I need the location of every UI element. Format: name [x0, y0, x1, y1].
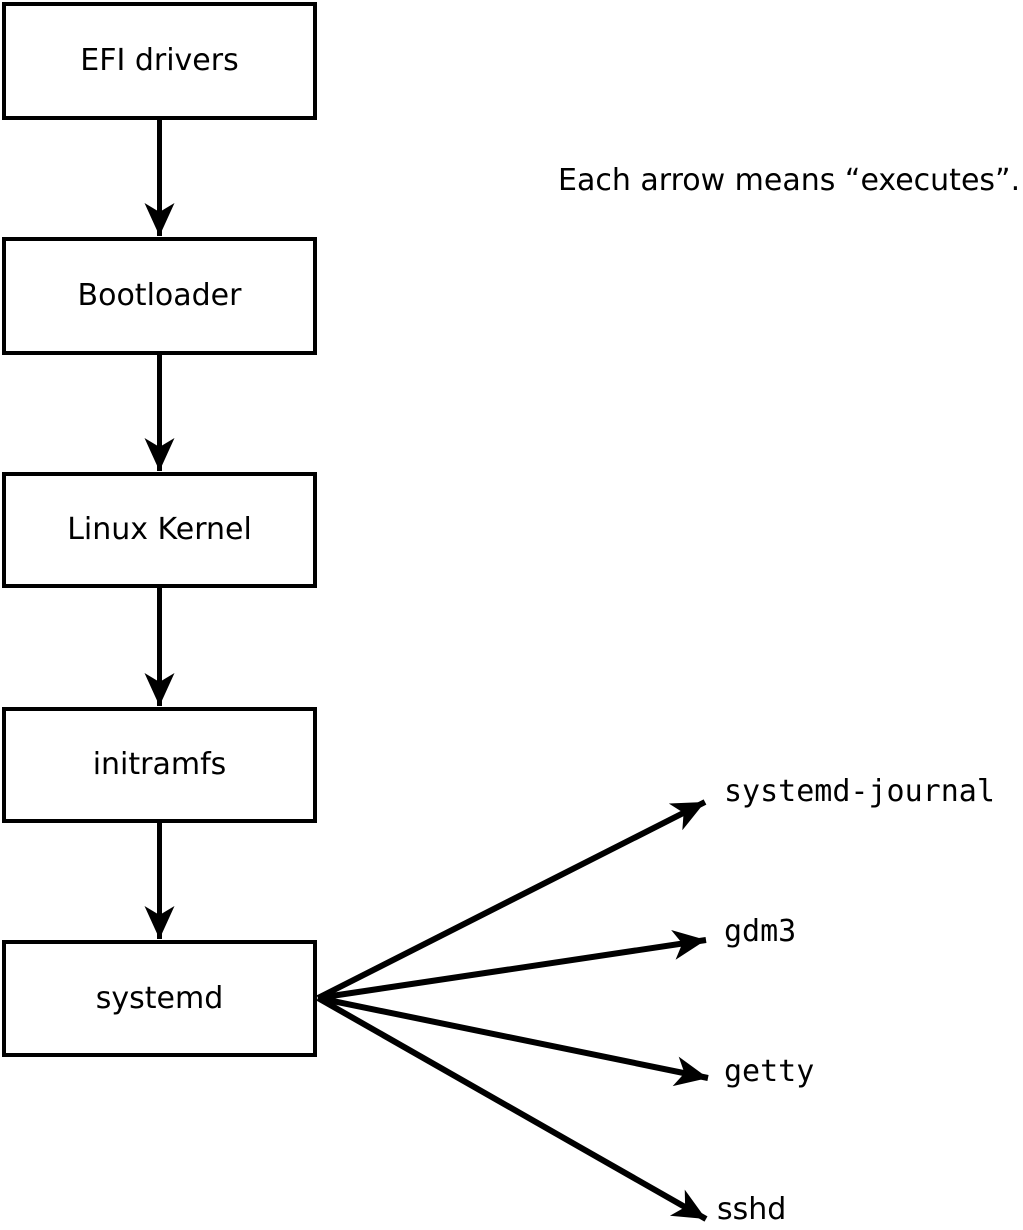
- process-systemd-journal-label: systemd-journal: [724, 774, 995, 809]
- process-gdm3-label: gdm3: [724, 914, 797, 949]
- process-sshd-label: sshd: [717, 1192, 787, 1227]
- arrow-meaning-note: Each arrow means “executes”.: [558, 163, 1021, 198]
- node-efi-drivers-label: EFI drivers: [80, 43, 239, 78]
- arrow-systemd-to-getty-icon: [317, 995, 709, 1087]
- node-linux-kernel-label: Linux Kernel: [67, 512, 252, 547]
- arrow-systemd-to-sshd-icon: [316, 995, 708, 1222]
- node-systemd-label: systemd: [95, 980, 224, 1016]
- arrow-systemd-to-gdm3-icon: [317, 930, 707, 1001]
- node-linux-kernel: Linux Kernel: [2, 472, 317, 588]
- node-initramfs-label: initramfs: [92, 747, 227, 782]
- node-systemd: systemd: [2, 940, 317, 1057]
- node-bootloader-label: Bootloader: [77, 278, 242, 313]
- node-efi-drivers: EFI drivers: [2, 2, 317, 120]
- node-initramfs: initramfs: [2, 707, 317, 823]
- process-getty-label: getty: [724, 1054, 815, 1089]
- arrow-systemd-to-journal-icon: [316, 799, 707, 1001]
- node-bootloader: Bootloader: [2, 237, 317, 355]
